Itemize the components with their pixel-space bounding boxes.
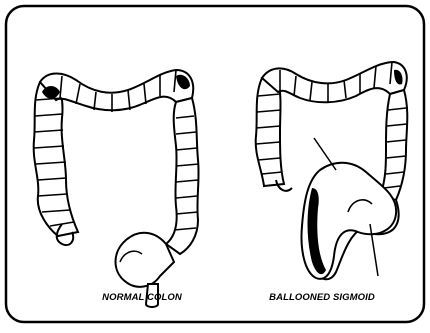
normal-ascending-colon <box>34 80 78 236</box>
label-ballooned-sigmoid: BALLOONED SIGMOID <box>262 292 382 303</box>
label-normal-colon: NORMAL COLON <box>82 292 202 303</box>
normal-colon-illustration <box>34 70 199 307</box>
ballooned-transverse-colon <box>262 62 407 102</box>
figure-border <box>6 6 424 322</box>
normal-sigmoid <box>116 233 175 287</box>
pointer-line-upper <box>314 138 336 170</box>
ballooned-descending-colon <box>380 90 407 200</box>
normal-descending-colon <box>166 98 199 254</box>
